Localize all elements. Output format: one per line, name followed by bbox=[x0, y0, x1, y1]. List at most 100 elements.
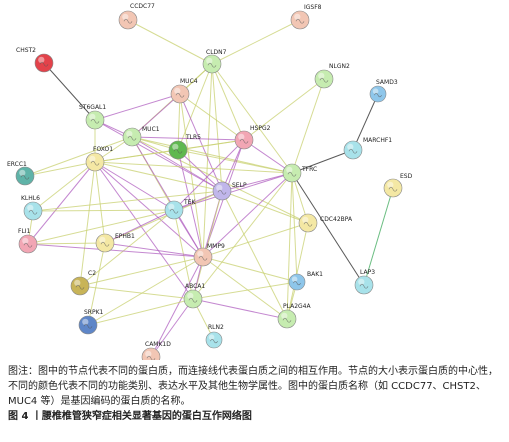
edge-mmp9-c2 bbox=[79, 256, 204, 287]
edge-ercc1-foxo1 bbox=[24, 161, 96, 177]
node-highlight bbox=[291, 276, 298, 283]
node-chst2[interactable]: CHST2 bbox=[16, 47, 54, 73]
node-tfrc[interactable]: TFRC bbox=[282, 163, 317, 183]
node-circle[interactable] bbox=[70, 276, 90, 296]
edge-mmp9-bak1 bbox=[202, 256, 298, 283]
node-st6gal1[interactable]: ST6GAL1 bbox=[79, 104, 106, 130]
node-circle[interactable] bbox=[354, 275, 374, 295]
node-circle[interactable] bbox=[85, 110, 105, 130]
node-circle[interactable] bbox=[23, 201, 43, 221]
node-hspg2[interactable]: HSPG2 bbox=[234, 125, 271, 150]
node-c2[interactable]: C2 bbox=[70, 270, 96, 296]
node-abca1[interactable]: ABCA1 bbox=[183, 283, 205, 309]
node-circle[interactable] bbox=[205, 331, 223, 349]
node-igsf8[interactable]: IGSF8 bbox=[290, 4, 322, 30]
node-circle[interactable] bbox=[290, 10, 310, 30]
node-label: ST6GAL1 bbox=[79, 104, 106, 111]
edge-tfrc-selp bbox=[221, 172, 293, 192]
node-muc1[interactable]: MUC1 bbox=[122, 126, 160, 147]
node-srpk1[interactable]: SRPK1 bbox=[78, 309, 104, 335]
node-selp[interactable]: SELP bbox=[212, 181, 247, 201]
node-label: TEK bbox=[183, 199, 196, 206]
node-label: KLHL6 bbox=[21, 195, 40, 202]
node-circle[interactable] bbox=[118, 10, 138, 30]
node-circle[interactable] bbox=[212, 181, 232, 201]
node-highlight bbox=[27, 204, 34, 212]
node-tlr5[interactable]: TLR5 bbox=[168, 134, 201, 160]
node-circle[interactable] bbox=[383, 178, 403, 198]
node-circle[interactable] bbox=[369, 85, 387, 103]
node-nlgn2[interactable]: NLGN2 bbox=[314, 63, 350, 89]
node-structure-icon bbox=[90, 160, 100, 166]
node-circle[interactable] bbox=[15, 166, 35, 186]
node-ccdc77[interactable]: CCDC77 bbox=[118, 3, 155, 30]
node-structure-icon bbox=[146, 355, 156, 360]
edge-tfrc-lap3 bbox=[291, 172, 365, 286]
figure-title: 图 4 丨腰椎椎管狭窄症相关显著基因的蛋白互作网络图 bbox=[8, 411, 252, 422]
node-mmp9[interactable]: MMP9 bbox=[193, 243, 225, 267]
edge-c2-abca1 bbox=[79, 285, 194, 300]
edge-muc4-tlr5 bbox=[177, 93, 181, 151]
node-camk1d[interactable]: CAMK1D bbox=[141, 341, 171, 360]
caption-text: 图注：图中的节点代表不同的蛋白质，而连接线代表蛋白质之间的相互作用。节点的大小表… bbox=[8, 366, 498, 407]
node-circle[interactable] bbox=[298, 213, 318, 233]
node-circle[interactable] bbox=[18, 234, 38, 254]
node-structure-icon bbox=[188, 297, 198, 303]
edge-muc1-cdc42bpa bbox=[131, 136, 309, 224]
node-circle[interactable] bbox=[168, 140, 188, 160]
node-rln2[interactable]: RLN2 bbox=[205, 324, 224, 349]
node-structure-icon bbox=[217, 189, 227, 195]
node-structure-icon bbox=[359, 283, 369, 289]
node-esd[interactable]: ESD bbox=[383, 173, 413, 198]
node-lap3[interactable]: LAP3 bbox=[354, 269, 375, 295]
node-marchf1[interactable]: MARCHF1 bbox=[343, 137, 392, 160]
edge-tlr5-selp bbox=[177, 149, 223, 192]
node-label: C2 bbox=[88, 270, 96, 277]
node-bak1[interactable]: BAK1 bbox=[288, 271, 323, 291]
node-circle[interactable] bbox=[234, 130, 254, 150]
node-label: HSPG2 bbox=[250, 125, 271, 132]
node-klhl6[interactable]: KLHL6 bbox=[21, 195, 43, 221]
node-tek[interactable]: TEK bbox=[164, 199, 196, 220]
node-circle[interactable] bbox=[141, 347, 161, 360]
node-structure-icon bbox=[39, 61, 49, 67]
edge-cldn7-mmp9 bbox=[202, 63, 213, 258]
node-label: EPHB1 bbox=[115, 233, 135, 240]
edge-selp-klhl6 bbox=[32, 190, 223, 212]
node-cdc42bpa[interactable]: CDC42BPA bbox=[298, 213, 353, 233]
node-label: CAMK1D bbox=[145, 341, 171, 348]
node-circle[interactable] bbox=[193, 247, 213, 267]
node-samd3[interactable]: SAMD3 bbox=[369, 79, 398, 103]
node-highlight bbox=[372, 88, 379, 94]
node-circle[interactable] bbox=[34, 53, 54, 73]
node-foxo1[interactable]: FOXO1 bbox=[85, 146, 113, 172]
node-fli1[interactable]: FLI1 bbox=[18, 228, 38, 254]
node-circle[interactable] bbox=[164, 200, 184, 220]
node-circle[interactable] bbox=[282, 163, 302, 183]
node-highlight bbox=[216, 184, 223, 192]
node-ercc1[interactable]: ERCC1 bbox=[7, 161, 35, 186]
edge-selp-abca1 bbox=[192, 190, 223, 300]
node-circle[interactable] bbox=[183, 289, 203, 309]
edge-cldn7-tfrc bbox=[211, 63, 293, 174]
node-cldn7[interactable]: CLDN7 bbox=[202, 49, 227, 74]
node-muc4[interactable]: MUC4 bbox=[170, 78, 198, 104]
node-circle[interactable] bbox=[122, 127, 142, 147]
edge-cldn7-hspg2 bbox=[211, 63, 245, 141]
node-circle[interactable] bbox=[78, 315, 98, 335]
node-label: BAK1 bbox=[307, 271, 323, 278]
node-ephb1[interactable]: EPHB1 bbox=[95, 233, 135, 253]
node-circle[interactable] bbox=[314, 69, 334, 89]
node-circle[interactable] bbox=[170, 84, 190, 104]
node-circle[interactable] bbox=[343, 140, 363, 160]
node-circle[interactable] bbox=[95, 233, 115, 253]
node-circle[interactable] bbox=[277, 309, 297, 329]
node-pla2g4a[interactable]: PLA2G4A bbox=[277, 303, 311, 329]
edge-fli1-ephb1 bbox=[27, 242, 106, 245]
node-circle[interactable] bbox=[288, 273, 306, 291]
node-circle[interactable] bbox=[202, 54, 222, 74]
node-highlight bbox=[238, 133, 245, 141]
node-structure-icon bbox=[388, 186, 398, 192]
node-circle[interactable] bbox=[85, 152, 105, 172]
